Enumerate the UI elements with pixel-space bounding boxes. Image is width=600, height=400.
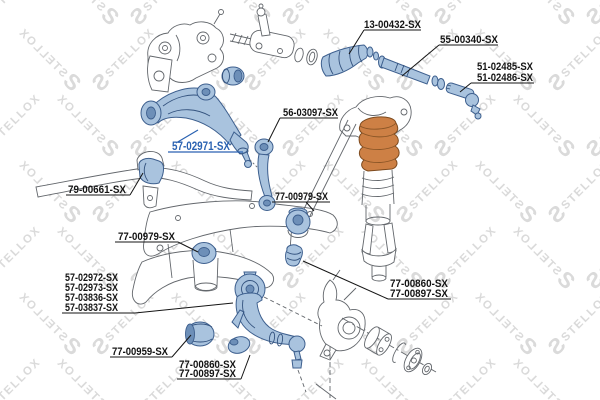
label-57-03837-sx: 57-03837-SX [65,302,119,314]
label-77-00860-sx-bottom: 77-00860-SX [179,359,237,371]
label-51-02486-sx: 51-02486-SX [477,72,534,84]
label-77-00959-sx: 77-00959-SX [112,346,169,358]
wheel-hub [403,347,423,373]
wheel-bearing [364,326,392,356]
small-bump-stop [285,244,303,267]
label-57-02972-sx: 57-02972-SX [65,272,119,284]
label-51-02485-sx: 51-02485-SX [477,61,534,73]
label-77-00897-sx-bottom: 77-00897-SX [179,368,237,380]
inner-tie-rod [378,55,445,90]
hub-nut [421,362,433,376]
lower-arm-front-bushing [185,321,215,347]
stabilizer-link [254,138,276,211]
label-57-02971-sx: 57-02971-SX [172,141,230,153]
label-56-03097-sx: 56-03097-SX [283,107,339,119]
steering-rack-boot [320,44,379,77]
lower-control-arm [231,271,306,369]
label-77-00860-sx-right: 77-00860-SX [390,278,449,290]
label-13-00432-sx: 13-00432-SX [364,19,422,31]
round-bushing [285,207,311,235]
steering-rack [229,3,318,66]
upper-control-arm [140,66,252,168]
stabilizer-bar-bushing [138,157,165,185]
air-spring [339,96,412,282]
label-79-00661-sx: 79-00661-SX [68,184,127,196]
label-55-00340-sx: 55-00340-SX [440,34,499,46]
label-77-00897-sx-right: 77-00897-SX [390,288,449,300]
label-77-00979-sx-right: 77-00979-SX [275,191,329,203]
label-57-02973-sx: 57-02973-SX [65,282,119,294]
bump-stop [227,336,251,354]
label-77-00979-sx-left: 77-00979-SX [118,231,176,243]
construction-lines [249,119,357,393]
steering-knuckle [315,269,366,400]
snap-ring [392,342,407,363]
subframe-bushing [191,242,217,264]
part-labels: 13-00432-SX 55-00340-SX 51-02485-SX 51-0… [65,19,534,380]
leader-lines [62,29,534,380]
tie-rod-end [445,82,482,120]
label-57-03836-sx: 57-03836-SX [65,292,119,304]
upper-knuckle-bracket [147,9,224,93]
